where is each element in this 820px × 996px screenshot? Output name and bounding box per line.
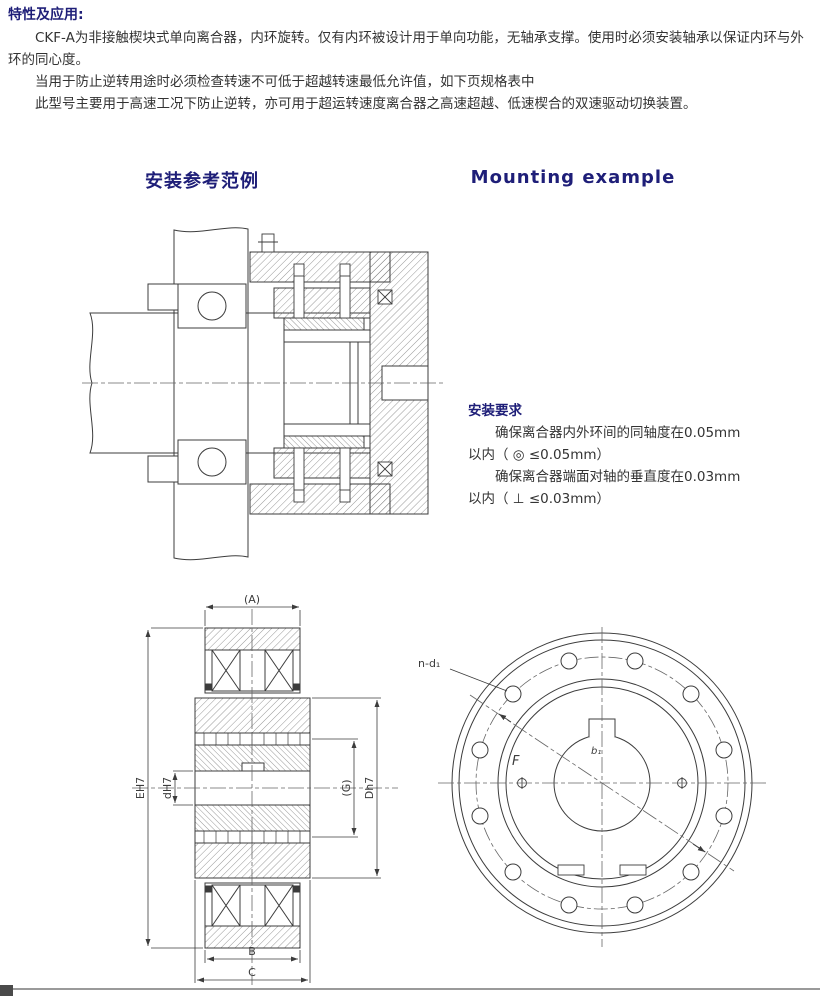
features-section: 特性及应用: CKF-A为非接触楔块式单向离合器，内环旋转。仅有内环被设计用于单…: [8, 4, 814, 115]
dim-label-E: EH7: [134, 777, 147, 799]
footer-rule: [0, 988, 820, 990]
requirement-line-3: 确保离合器端面对轴的垂直度在0.03mm: [495, 469, 741, 485]
retainer-slots: [557, 864, 647, 876]
support-bearing-section: [147, 283, 248, 485]
requirement-line-2: 以内（ ◎ ≤0.05mm）: [468, 447, 611, 463]
features-paragraph-1: CKF-A为非接触楔块式单向离合器，内环旋转。仅有内环被设计用于单向功能，无轴承…: [8, 30, 804, 68]
bolt-holes: [471, 652, 733, 914]
keyway-width-label: b₁: [591, 746, 601, 757]
clutch-body-section: [194, 697, 311, 879]
clutch-front-view-drawing: n-d₁ F b₁: [418, 627, 766, 947]
dim-label-B: B: [248, 945, 256, 958]
bolt-circle-diameter-label: F: [512, 754, 520, 769]
fasteners: [258, 233, 393, 503]
install-requirements-heading: 安装要求: [468, 403, 522, 419]
dimension-lines: [145, 604, 381, 983]
requirement-line-4: 以内（ ⊥ ≤0.03mm）: [468, 491, 611, 507]
bolt-count-label: n-d₁: [418, 657, 440, 670]
dim-label-D: Dh7: [363, 777, 376, 799]
mounting-title-zh: 安装参考范例: [145, 171, 259, 192]
dim-label-G: (G): [340, 779, 353, 796]
dimension-labels: (A) EH7 dH7 (G) Dh7 B C: [134, 593, 376, 979]
dim-label-C: C: [248, 966, 256, 979]
features-paragraph-2: 当用于防止逆转用途时必须检查转速不可低于超越转速最低允许值，如下页规格表中: [35, 74, 535, 90]
support-wall-section: [173, 227, 249, 561]
bearing-sleeve-bottom: [204, 882, 301, 949]
keyway-notch: [241, 762, 265, 772]
requirement-line-1: 确保离合器内外环间的同轴度在0.05mm: [495, 425, 741, 441]
features-heading: 特性及应用:: [8, 7, 84, 23]
install-requirements: 安装要求 确保离合器内外环间的同轴度在0.05mm 以内（ ◎ ≤0.05mm）…: [468, 400, 813, 510]
dim-label-A: (A): [244, 593, 260, 606]
mounting-cross-section-drawing: [82, 227, 446, 561]
mounting-title-en: Mounting example: [470, 167, 676, 188]
clutch-section-drawing: (A) EH7 dH7 (G) Dh7 B C: [132, 593, 398, 985]
dim-label-d: dH7: [161, 777, 174, 799]
footer-corner-mark: [0, 985, 13, 996]
center-lines: [438, 627, 766, 947]
bearing-sleeve-top: [204, 627, 301, 694]
features-paragraph-3: 此型号主要用于高速工况下防止逆转，亦可用于超运转速度离合器之高速超越、低速楔合的…: [35, 96, 697, 112]
leader-lines: [449, 668, 706, 853]
